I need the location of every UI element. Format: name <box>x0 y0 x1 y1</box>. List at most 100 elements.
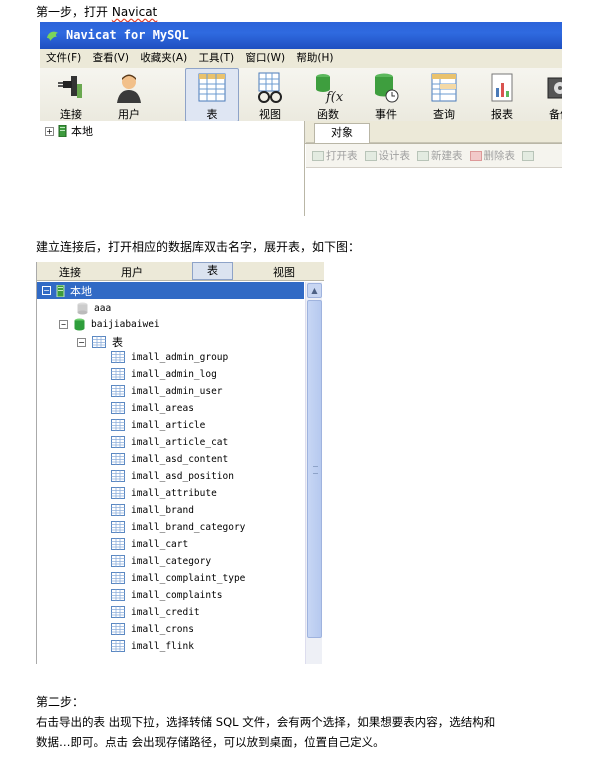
toolbar-user-label: 用户 <box>118 108 140 121</box>
table-name: imall_brand_category <box>131 521 246 533</box>
table-row[interactable]: imall_credit <box>111 606 200 618</box>
table-row[interactable]: imall_brand <box>111 504 194 516</box>
new-table-button[interactable]: 新建表 <box>417 148 463 163</box>
collapse-icon[interactable]: − <box>59 320 68 329</box>
table-name: imall_admin_user <box>131 385 223 397</box>
step1-prefix: 第一步，打开 <box>36 5 109 19</box>
menu-file[interactable]: 文件(F) <box>46 52 82 64</box>
plug-icon <box>58 76 82 98</box>
table-row[interactable]: imall_areas <box>111 402 194 414</box>
menu-view[interactable]: 查看(V) <box>92 52 129 64</box>
table-row[interactable]: imall_cart <box>111 538 188 550</box>
toolbar-report-label: 报表 <box>491 108 513 121</box>
menu-help[interactable]: 帮助(H) <box>296 52 334 64</box>
app-name: Navicat <box>111 5 158 19</box>
toolbar-backup-label: 备份 <box>549 108 562 121</box>
window-titlebar: Navicat for MySQL <box>40 22 562 49</box>
toolbar-backup-button[interactable]: 备份 <box>533 72 562 124</box>
table-name: imall_cart <box>131 538 189 550</box>
table-icon <box>111 453 125 465</box>
table-row[interactable]: imall_complaint_type <box>111 572 245 584</box>
table-row[interactable]: imall_crons <box>111 623 194 635</box>
scroll-thumb[interactable] <box>307 300 322 638</box>
table-name: imall_article_cat <box>131 436 229 448</box>
dolphin-icon <box>47 31 58 41</box>
toolbar-report-button[interactable]: 报表 <box>475 72 529 124</box>
navicat-window-screenshot: Navicat for MySQL 文件(F) 查看(V) 收藏夹(A) 工具(… <box>40 22 562 216</box>
db-baijiabaiwei-label: baijiabaiwei <box>91 319 160 330</box>
open-table-button[interactable]: 打开表 <box>312 148 358 163</box>
expand-icon[interactable]: + <box>45 126 54 136</box>
tab-view[interactable]: 视图 <box>273 266 295 279</box>
table-icon <box>111 504 125 516</box>
view-icon <box>258 72 282 103</box>
delete-table-button[interactable]: 删除表 <box>469 148 515 163</box>
db-aaa-label: aaa <box>94 303 112 314</box>
table-row[interactable]: imall_asd_position <box>111 470 234 482</box>
table-icon <box>111 538 125 550</box>
table-row[interactable]: imall_admin_group <box>111 351 228 363</box>
table-icon <box>111 606 125 618</box>
table-name: imall_admin_group <box>131 351 229 363</box>
table-icon <box>111 419 125 431</box>
table-row[interactable]: imall_category <box>111 555 211 567</box>
table-icon <box>111 385 125 397</box>
export-button[interactable] <box>522 150 536 162</box>
tables-folder[interactable]: − 表 <box>77 334 123 350</box>
table-row[interactable]: imall_asd_content <box>111 453 228 465</box>
connection-tree: + 本地 <box>40 121 305 216</box>
db-aaa[interactable]: aaa <box>77 302 111 315</box>
design-table-label: 设计表 <box>378 150 411 162</box>
table-name: imall_complaint_type <box>131 572 246 584</box>
menu-tools[interactable]: 工具(T) <box>198 52 235 64</box>
tab-objects[interactable]: 对象 <box>314 123 370 143</box>
table-row[interactable]: imall_article <box>111 419 205 431</box>
toolbar-view-button[interactable]: 视图 <box>243 72 297 124</box>
table-row[interactable]: imall_article_cat <box>111 436 228 448</box>
toolbar-function-button[interactable]: f(x) 函数 <box>301 72 355 124</box>
collapse-icon[interactable]: − <box>42 286 51 295</box>
table-row[interactable]: imall_admin_log <box>111 368 217 380</box>
table-icon <box>111 555 125 567</box>
delete-table-icon <box>469 151 482 161</box>
step2-heading: 第二步： <box>36 695 85 709</box>
design-table-button[interactable]: 设计表 <box>364 148 411 163</box>
tree-screenshot: 连接 用户 表 视图 − 本地 aaa − baijiabaiwei − 表 <box>36 262 324 664</box>
table-row[interactable]: imall_complaints <box>111 589 223 601</box>
table-icon <box>111 623 125 635</box>
connection-row[interactable]: + 本地 <box>45 123 93 139</box>
step2-line2: 数据…即可。点击 会出现存储路径，可以放到桌面，位置自己定义。 <box>36 735 385 749</box>
caption-text: 建立连接后，打开相应的数据库双击名字，展开表，如下图： <box>36 240 361 254</box>
new-table-label: 新建表 <box>431 150 463 162</box>
server-icon <box>56 284 65 297</box>
toolbar-user-button[interactable]: 用户 <box>102 72 156 124</box>
table-icon <box>111 351 125 363</box>
menu-window[interactable]: 窗口(W) <box>245 52 286 64</box>
tab-connect[interactable]: 连接 <box>59 266 81 279</box>
table-row[interactable]: imall_brand_category <box>111 521 245 533</box>
open-table-icon <box>312 151 324 161</box>
toolbar-event-button[interactable]: 事件 <box>359 72 413 124</box>
table-icon <box>111 368 125 380</box>
db-baijiabaiwei[interactable]: − baijiabaiwei <box>59 318 160 331</box>
menu-favorites[interactable]: 收藏夹(A) <box>140 52 188 64</box>
toolbar-table-button[interactable]: 表 <box>185 68 239 122</box>
toolbar-query-button[interactable]: 查询 <box>417 72 471 124</box>
scroll-up-arrow-icon[interactable]: ▲ <box>307 283 322 298</box>
table-row[interactable]: imall_attribute <box>111 487 217 499</box>
collapse-icon[interactable]: − <box>77 337 86 347</box>
table-row[interactable]: imall_flink <box>111 640 194 652</box>
table-row[interactable]: imall_admin_user <box>111 385 223 397</box>
tree-root-row[interactable]: − 本地 <box>37 282 304 299</box>
tree-scrollbar[interactable]: ▲ <box>305 282 322 664</box>
tab-table[interactable]: 表 <box>192 262 233 280</box>
toolbar-view-label: 视图 <box>259 108 281 121</box>
step2-line1: 右击导出的表 出现下拉，选择转储 SQL 文件，会有两个选择，如果想要表内容，选… <box>36 715 496 729</box>
toolbar-connect-button[interactable]: 连接 <box>44 72 98 124</box>
export-icon <box>522 150 534 161</box>
svg-text:f(x): f(x) <box>325 90 343 104</box>
table-icon <box>111 402 125 414</box>
grip-icon <box>313 466 318 474</box>
tab-user[interactable]: 用户 <box>121 266 143 279</box>
tree-root-label: 本地 <box>70 284 92 298</box>
